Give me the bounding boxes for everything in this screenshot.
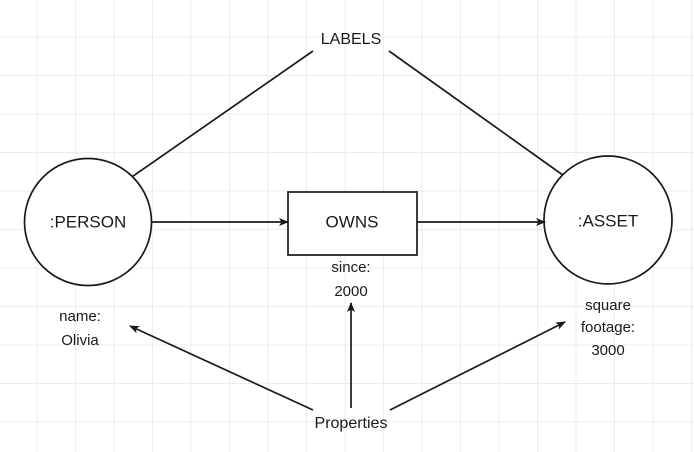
annotation-properties: Properties xyxy=(315,415,388,432)
node-person[interactable] xyxy=(23,157,153,287)
property-asset-key-line1: square xyxy=(585,297,631,314)
relationship-owns-label: OWNS xyxy=(326,212,379,231)
property-asset-key-line2: footage: xyxy=(581,319,635,336)
property-asset-value: 3000 xyxy=(591,342,624,359)
edge-labels-to-asset xyxy=(388,50,596,199)
node-asset-label: :ASSET xyxy=(578,211,638,230)
edge-labels-to-person xyxy=(102,50,314,198)
property-owns-value: 2000 xyxy=(334,283,367,300)
edge-properties-to-footage xyxy=(389,321,566,411)
annotation-labels: LABELS xyxy=(321,31,381,48)
property-owns-key: since: xyxy=(331,259,370,276)
property-person-value: Olivia xyxy=(61,332,99,349)
edge-properties-to-name xyxy=(129,325,314,411)
node-person-label: :PERSON xyxy=(50,212,127,231)
property-person-key: name: xyxy=(59,308,101,325)
